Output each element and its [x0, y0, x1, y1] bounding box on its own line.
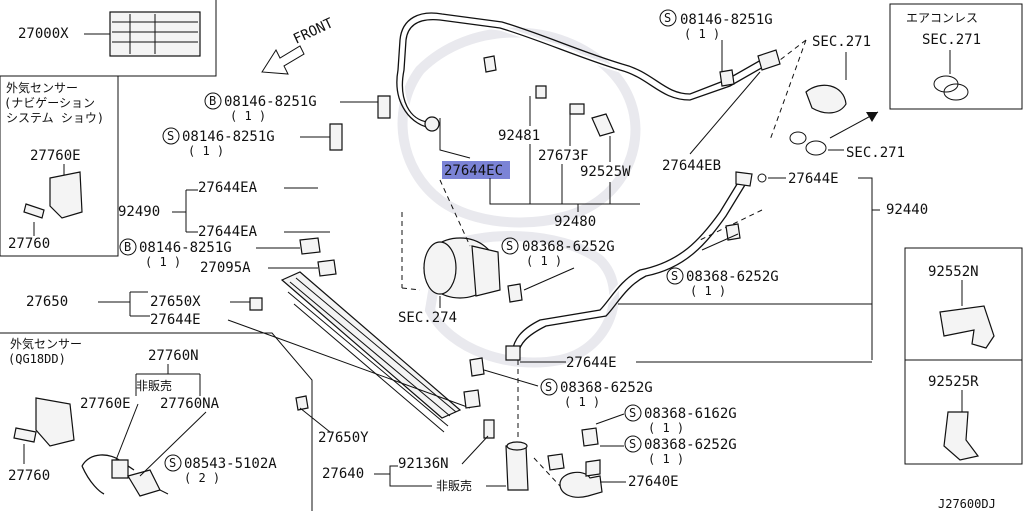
fastener-right: S 08368-6252G ( 1 ): [666, 233, 779, 298]
part-label: 27760N: [148, 348, 199, 364]
part-label: S: [545, 380, 552, 394]
part-label: 27760: [8, 236, 50, 252]
sensor-qg-panel: 外気センサー (QG18DD) 27760N 非販売 27760E 27760N…: [8, 336, 277, 497]
part-label: 27650X: [150, 294, 201, 310]
part-label: 92481: [498, 128, 540, 144]
fastener-top: S 08146-8251G ( 1 ): [659, 9, 773, 72]
front-arrow: FRONT: [261, 15, 336, 75]
part-label: SEC.271: [812, 34, 871, 50]
part-label: 27760E: [30, 148, 81, 164]
part-label: システム ショウ): [6, 111, 104, 125]
suction-pipe: 27644E 92440: [505, 171, 928, 361]
part-label: ( 1 ): [690, 284, 726, 298]
part-label: SEC.271: [922, 32, 981, 48]
part-label: 27644EB: [662, 158, 721, 174]
part-label: 92552N: [928, 264, 979, 280]
part-label: 08368-6252G: [686, 269, 779, 285]
part-label: 27644EC: [444, 163, 503, 179]
sec271-parts: SEC.271 SEC.271: [769, 34, 905, 161]
discharge-pipe: [396, 12, 781, 137]
part-label: 27673F: [538, 148, 589, 164]
part-label: 非販売: [436, 478, 472, 493]
part-label: ( 1 ): [564, 395, 600, 409]
part-label: 08146-8251G: [680, 12, 773, 28]
part-label: (ナビゲーション: [4, 96, 95, 110]
label-27644E-lower: 27644E: [520, 355, 872, 371]
label-plate-27000X: 27000X: [18, 11, 201, 57]
compressor-sec274: SEC.274: [398, 179, 501, 326]
part-label: S: [169, 456, 176, 470]
part-label: 08368-6252G: [644, 437, 737, 453]
part-label: 27644EA: [198, 180, 258, 196]
fastener-mid: S 08368-6252G ( 1 ): [501, 237, 615, 303]
part-label: 27760NA: [160, 396, 220, 412]
part-label: 92480: [554, 214, 596, 230]
receiver-drier-27640: S 08368-6252G ( 1 ) 92136N 27640 非販売: [322, 357, 653, 493]
part-label: 27640E: [628, 474, 679, 490]
part-label: 27000X: [18, 26, 69, 42]
part-label: 27650: [26, 294, 68, 310]
part-label: (QG18DD): [8, 352, 66, 366]
part-label: 92440: [886, 202, 928, 218]
part-label: S: [629, 406, 636, 420]
part-label: 27760: [8, 468, 50, 484]
part-label: 08368-6252G: [560, 380, 653, 396]
part-label: ( 1 ): [648, 421, 684, 435]
labels-center: 92481 27673F 92525W 27644EB 27644EC 9248…: [439, 71, 761, 230]
bracket-27640E: 27640E S 08368-6162G ( 1 ) S 08368-6252G…: [533, 404, 737, 498]
part-label: ( 1 ): [648, 452, 684, 466]
part-label: B: [209, 94, 216, 108]
part-label: FRONT: [291, 15, 336, 48]
part-label: 27095A: [200, 260, 251, 276]
compressor-box: エアコンレス SEC.271: [829, 11, 981, 139]
part-label: 27644EA: [198, 224, 258, 240]
part-label: ( 1 ): [230, 109, 266, 123]
part-label: 非販売: [136, 378, 172, 393]
part-label: S: [167, 129, 174, 143]
part-label: 外気センサー: [6, 80, 78, 95]
part-label: 27644E: [150, 312, 201, 328]
part-label: ( 1 ): [684, 27, 720, 41]
part-label: B: [124, 240, 131, 254]
part-label: ( 1 ): [526, 254, 562, 268]
part-label: S: [671, 269, 678, 283]
part-label: 92525R: [928, 374, 979, 390]
part-label: 08146-8251G: [139, 240, 232, 256]
part-label: SEC.274: [398, 310, 457, 326]
part-label: S: [629, 437, 636, 451]
part-label: 92136N: [398, 456, 449, 472]
part-label: 92525W: [580, 164, 631, 180]
part-label: 08146-8251G: [224, 94, 317, 110]
part-label: 27760E: [80, 396, 131, 412]
part-label: 外気センサー: [10, 336, 82, 351]
condenser-27650: 27650 27650X 27644E 27650Y: [26, 271, 471, 446]
part-label: 08543-5102A: [184, 456, 277, 472]
figure-code: J27600DJ: [938, 497, 996, 511]
part-label: S: [664, 11, 671, 25]
part-label: ( 1 ): [188, 144, 224, 158]
fastener-labels-left: B 08146-8251G ( 1 ) S 08146-8251G ( 1 ) …: [118, 92, 391, 277]
part-label: ( 2 ): [184, 471, 220, 485]
part-label: 27644E: [566, 355, 617, 371]
part-label: 08368-6162G: [644, 406, 737, 422]
part-label: 27640: [322, 466, 364, 482]
part-label: エアコンレス: [906, 11, 978, 25]
sensor-nav-panel: 外気センサー (ナビゲーション システム ショウ) 27760E 27760: [4, 80, 104, 252]
part-label: ( 1 ): [145, 255, 181, 269]
brackets-right: 92552N 92525R: [928, 264, 995, 461]
part-label: 27650Y: [318, 430, 369, 446]
part-label: 27644E: [788, 171, 839, 187]
part-label: S: [506, 239, 513, 253]
part-label: 08146-8251G: [182, 129, 275, 145]
part-label: 08368-6252G: [522, 239, 615, 255]
part-label: 92490: [118, 204, 160, 220]
part-label: SEC.271: [846, 145, 905, 161]
